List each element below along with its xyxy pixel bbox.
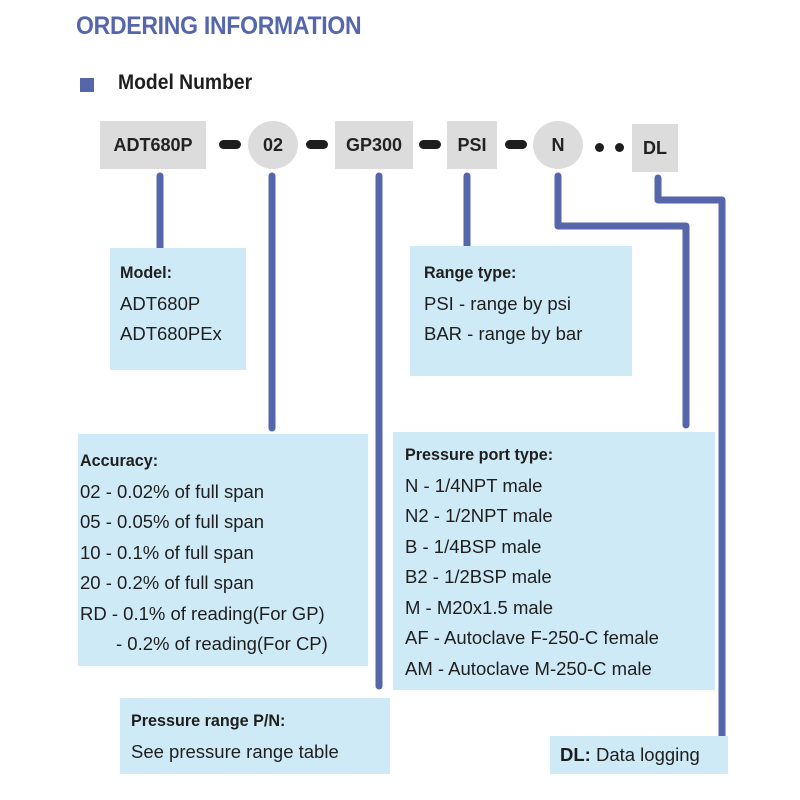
code-accuracy: 02: [248, 121, 298, 169]
model-option: ADT680PEx: [120, 323, 222, 344]
separator-dot: [595, 143, 604, 152]
page-title: ORDERING INFORMATION: [76, 12, 362, 40]
accuracy-option: 10 - 0.1% of full span: [80, 541, 254, 563]
separator-dash: [219, 140, 241, 149]
range-type-option: BAR - range by bar: [424, 323, 583, 344]
range-type-heading: Range type:: [424, 263, 517, 282]
port-type-option: B2 - 1/2BSP male: [405, 566, 552, 587]
separator-dot: [615, 143, 624, 152]
section-subtitle: Model Number: [118, 71, 253, 94]
port-type-option: B - 1/4BSP male: [405, 535, 542, 557]
data-logging-info-box: DL: Data logging: [550, 736, 728, 774]
port-type-option: M - M20x1.5 male: [405, 596, 554, 618]
model-option: ADT680P: [120, 292, 201, 314]
port-type-option: AF - Autoclave F-250-C female: [405, 627, 659, 648]
accuracy-option: 02 - 0.02% of full span: [80, 480, 265, 502]
model-heading: Model:: [120, 263, 173, 282]
port-type-option: N - 1/4NPT male: [405, 474, 543, 496]
data-logging-text: Data logging: [595, 744, 700, 765]
pressure-range-info-box: Pressure range P/N: See pressure range t…: [120, 698, 390, 774]
range-type-info-box: Range type: PSI - range by psi BAR - ran…: [410, 246, 632, 376]
code-port-type: N: [533, 121, 583, 169]
port-type-option: N2 - 1/2NPT male: [405, 505, 553, 526]
code-pressure-range: GP300: [335, 121, 413, 169]
separator-dash: [306, 140, 328, 149]
range-type-option: PSI - range by psi: [424, 292, 572, 314]
accuracy-heading: Accuracy:: [80, 451, 159, 470]
port-type-heading: Pressure port type:: [405, 445, 554, 464]
port-type-info-box: Pressure port type: N - 1/4NPT male N2 -…: [393, 432, 715, 690]
pressure-range-heading: Pressure range P/N:: [131, 711, 286, 730]
pressure-range-note: See pressure range table: [131, 740, 339, 762]
accuracy-option: - 0.2% of reading(For CP): [116, 633, 328, 654]
connector-data-logging: [654, 174, 726, 740]
accuracy-info-box: Accuracy: 02 - 0.02% of full span 05 - 0…: [78, 434, 368, 666]
code-range-type: PSI: [447, 121, 497, 169]
bullet-square-icon: [80, 78, 94, 92]
code-data-logging: DL: [632, 124, 678, 172]
data-logging-code: DL:: [560, 744, 591, 765]
port-type-option: AM - Autoclave M-250-C male: [405, 657, 652, 679]
separator-dash: [419, 140, 441, 149]
connector-port-type: [554, 172, 690, 429]
accuracy-option: 20 - 0.2% of full span: [80, 572, 254, 593]
accuracy-option: RD - 0.1% of reading(For GP): [80, 602, 325, 624]
model-info-box: Model: ADT680P ADT680PEx: [110, 248, 246, 370]
separator-dash: [505, 140, 527, 149]
code-model: ADT680P: [100, 121, 206, 169]
accuracy-option: 05 - 0.05% of full span: [80, 511, 265, 532]
